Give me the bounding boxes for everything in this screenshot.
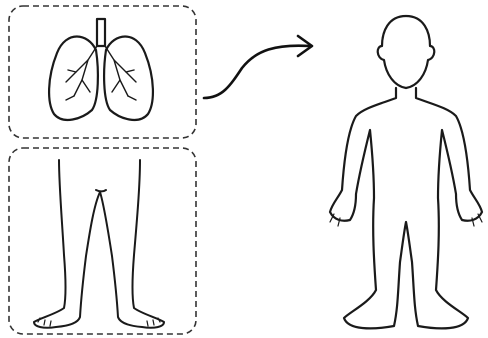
option-card-legs[interactable] — [9, 148, 196, 334]
card-dashed-border — [9, 6, 196, 138]
option-card-lungs[interactable] — [9, 6, 196, 138]
card-dashed-border — [9, 148, 196, 334]
